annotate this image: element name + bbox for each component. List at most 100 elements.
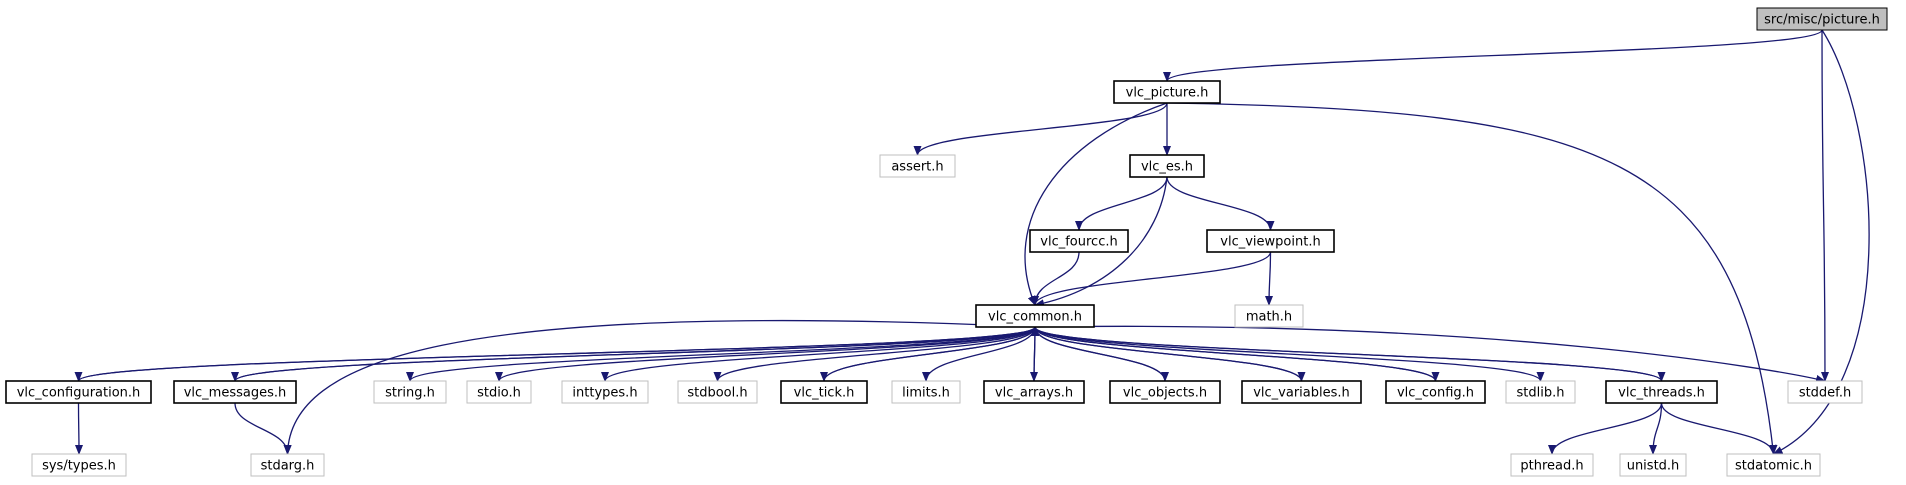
node-label: limits.h — [902, 386, 950, 401]
node-box — [1109, 380, 1221, 404]
edge-vlc-tick-h-to-vlc-common-h — [823, 326, 1039, 382]
node-box — [561, 380, 649, 404]
node-label: vlc_config.h — [1397, 386, 1474, 401]
edge-vlc-common-h-to-stddef-h — [1034, 325, 1826, 383]
edge-src-misc-picture-h-to-vlc-picture-h — [1163, 29, 1823, 82]
edge-vlc-threads-h-to-vlc-common-h — [1031, 326, 1663, 382]
node-label: pthread.h — [1520, 459, 1583, 474]
node-label: vlc_variables.h — [1253, 386, 1350, 401]
edge-vlc-arrays-h-to-vlc-common-h — [1030, 326, 1039, 382]
node-box — [1726, 453, 1821, 477]
node-vlc-configuration-h[interactable]: vlc_configuration.h — [5, 380, 152, 404]
edge-vlc-common-h-to-string-h — [406, 326, 1036, 382]
node-box — [250, 453, 325, 477]
node-stdatomic-h: stdatomic.h — [1726, 453, 1821, 477]
node-label: string.h — [385, 386, 435, 401]
node-box — [31, 453, 127, 477]
node-label: vlc_configuration.h — [17, 386, 141, 401]
node-label: vlc_viewpoint.h — [1220, 235, 1320, 250]
node-box — [173, 380, 297, 404]
node-string-h: string.h — [373, 380, 447, 404]
edge-vlc-picture-h-to-assert-h — [913, 102, 1168, 156]
edge-vlc-threads-h-to-pthread-h — [1548, 402, 1663, 455]
edge-vlc-configuration-h-to-sys-types-h — [74, 402, 83, 455]
node-vlc-messages-h[interactable]: vlc_messages.h — [173, 380, 297, 404]
edge-vlc-common-h-to-stdlib-h — [1034, 326, 1545, 382]
node-box — [975, 304, 1095, 328]
node-math-h: math.h — [1234, 304, 1304, 328]
node-vlc-variables-h[interactable]: vlc_variables.h — [1241, 380, 1362, 404]
edge-vlc-common-h-to-limits-h — [922, 326, 1036, 382]
node-box — [1029, 229, 1129, 253]
node-box — [1385, 380, 1486, 404]
node-pthread-h: pthread.h — [1510, 453, 1594, 477]
node-vlc-fourcc-h[interactable]: vlc_fourcc.h — [1029, 229, 1129, 253]
node-label: vlc_objects.h — [1123, 386, 1207, 401]
node-limits-h: limits.h — [891, 380, 961, 404]
node-label: stdlib.h — [1517, 386, 1565, 401]
node-box — [1619, 453, 1687, 477]
node-stdarg-h: stdarg.h — [250, 453, 325, 477]
node-box — [1206, 229, 1335, 253]
node-inttypes-h: inttypes.h — [561, 380, 649, 404]
node-vlc-objects-h[interactable]: vlc_objects.h — [1109, 380, 1221, 404]
node-box — [1510, 453, 1594, 477]
node-label: vlc_threads.h — [1618, 386, 1705, 401]
edge-vlc-fourcc-h-to-vlc-common-h — [1031, 251, 1080, 306]
node-unistd-h: unistd.h — [1619, 453, 1687, 477]
node-label: vlc_picture.h — [1126, 86, 1209, 101]
node-box — [983, 380, 1085, 404]
node-box — [373, 380, 447, 404]
node-box — [1113, 80, 1221, 104]
node-box — [1234, 304, 1304, 328]
edge-vlc-threads-h-to-stdatomic-h — [1660, 402, 1778, 455]
edge-vlc-es-h-to-vlc-fourcc-h — [1075, 176, 1168, 231]
edge-src-misc-picture-h-to-stddef-h — [1820, 29, 1829, 382]
node-stdio-h: stdio.h — [466, 380, 532, 404]
edge-vlc-objects-h-to-vlc-common-h — [1031, 326, 1166, 382]
node-vlc-config-h[interactable]: vlc_config.h — [1385, 380, 1486, 404]
node-label: stdio.h — [477, 386, 521, 401]
node-label: unistd.h — [1627, 459, 1680, 474]
edge-vlc-viewpoint-h-to-math-h — [1265, 251, 1274, 306]
node-box — [1787, 380, 1863, 404]
node-box — [891, 380, 961, 404]
node-sys-types-h: sys/types.h — [31, 453, 127, 477]
node-box — [1241, 380, 1362, 404]
edge-vlc-messages-h-to-stdarg-h — [234, 402, 292, 455]
edge-vlc-common-h-to-stdbool-h — [713, 326, 1036, 382]
edge-vlc-es-h-to-vlc-common-h — [1034, 176, 1168, 308]
node-vlc-es-h[interactable]: vlc_es.h — [1129, 154, 1205, 178]
edge-vlc-threads-h-to-unistd-h — [1649, 402, 1663, 455]
node-box — [1756, 7, 1888, 31]
node-vlc-tick-h[interactable]: vlc_tick.h — [780, 380, 868, 404]
node-label: assert.h — [891, 160, 943, 175]
node-src-misc-picture-h[interactable]: src/misc/picture.h — [1756, 7, 1888, 31]
edge-vlc-viewpoint-h-to-vlc-common-h — [1031, 251, 1272, 306]
node-label: vlc_tick.h — [794, 386, 855, 401]
edge-vlc-common-h-to-stdarg-h — [283, 319, 1036, 455]
node-label: sys/types.h — [42, 459, 116, 474]
edge-vlc-common-h-to-stdio-h — [495, 326, 1036, 382]
node-box — [466, 380, 532, 404]
edge-vlc-variables-h-to-vlc-common-h — [1031, 326, 1303, 382]
node-vlc-arrays-h[interactable]: vlc_arrays.h — [983, 380, 1085, 404]
nodes-layer: src/misc/picture.h vlc_picture.h assert.h v… — [5, 7, 1888, 477]
node-vlc-viewpoint-h[interactable]: vlc_viewpoint.h — [1206, 229, 1335, 253]
node-label: vlc_arrays.h — [995, 386, 1073, 401]
node-label: vlc_messages.h — [184, 386, 287, 401]
node-label: stdatomic.h — [1735, 459, 1812, 474]
node-vlc-picture-h[interactable]: vlc_picture.h — [1113, 80, 1221, 104]
node-box — [879, 154, 956, 178]
node-label: math.h — [1246, 310, 1292, 325]
node-vlc-common-h[interactable]: vlc_common.h — [975, 304, 1095, 328]
node-label: stdarg.h — [261, 459, 315, 474]
node-label: inttypes.h — [572, 386, 637, 401]
node-label: stddef.h — [1799, 386, 1851, 401]
node-vlc-threads-h[interactable]: vlc_threads.h — [1605, 380, 1718, 404]
node-label: src/misc/picture.h — [1764, 13, 1880, 28]
node-stddef-h: stddef.h — [1787, 380, 1863, 404]
edge-vlc-common-h-to-inttypes-h — [601, 326, 1036, 382]
edge-vlc-picture-h-to-vlc-common-h — [1024, 102, 1168, 306]
